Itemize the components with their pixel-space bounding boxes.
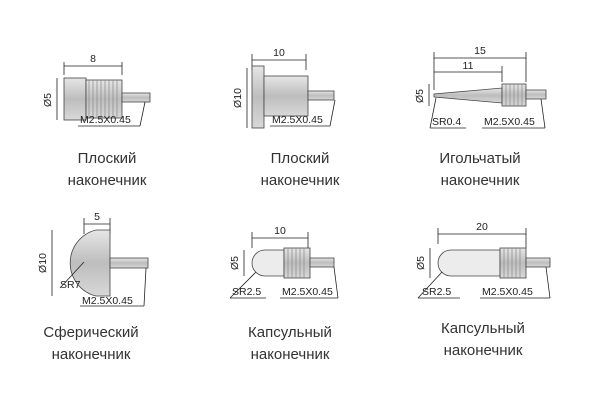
tip-needle: 15 11 Ø5 SR0.4 M2.5X0.45 Игольчатый нако… <box>400 0 600 200</box>
diameter-dim: Ø10 <box>37 253 49 273</box>
thread-dim: M2.5X0.45 <box>82 295 133 307</box>
flat-tip-small-drawing: 8 Ø5 M2.5X0.45 <box>42 53 151 127</box>
caption-line-2: наконечник <box>443 342 523 359</box>
length-dim: 8 <box>90 53 96 65</box>
tip-spherical: 5 Ø10 SR7 M2.5X0.45 Сферический наконечн… <box>0 200 200 400</box>
thread-dim: M2.5X0.45 <box>80 114 131 126</box>
needle-tip-drawing: 15 11 Ø5 SR0.4 M2.5X0.45 <box>414 45 547 129</box>
tip-flat-small: 8 Ø5 M2.5X0.45 Плоский наконечник <box>0 0 200 200</box>
tip-caption: Капсульный наконечник <box>205 322 375 366</box>
tip-flat-large: 10 Ø10 M2.5X0.45 Плоский наконечник <box>200 0 400 200</box>
radius-dim: SR0.4 <box>432 116 461 128</box>
tip-caption: Капсульный наконечник <box>398 318 568 362</box>
radius-dim: SR7 <box>60 279 81 291</box>
length-needle-dim: 11 <box>463 60 474 72</box>
caption-line-1: Плоский <box>270 150 330 167</box>
caption-line-1: Игольчатый <box>439 150 521 167</box>
caption-line-2: наконечник <box>51 346 131 363</box>
caption-line-1: Сферический <box>43 324 139 341</box>
thread-dim: M2.5X0.45 <box>272 114 323 126</box>
caption-line-2: наконечник <box>250 346 330 363</box>
capsule-tip-long-drawing: 20 Ø5 SR2.5 M2.5X0.45 <box>415 221 551 299</box>
caption-line-2: наконечник <box>67 172 147 189</box>
caption-line-1: Капсульный <box>248 324 332 341</box>
length-dim: 10 <box>273 47 285 59</box>
caption-line-1: Капсульный <box>441 320 525 337</box>
length-dim: 10 <box>274 225 286 237</box>
radius-dim: SR2.5 <box>232 286 261 298</box>
caption-line-2: наконечник <box>260 172 340 189</box>
thread-dim: M2.5X0.45 <box>282 286 333 298</box>
diameter-dim: Ø5 <box>415 256 427 270</box>
diameter-dim: Ø5 <box>229 256 241 270</box>
diameter-dim: Ø5 <box>414 89 426 103</box>
diameter-dim: Ø10 <box>232 88 244 108</box>
length-dim: 20 <box>476 221 488 233</box>
diameter-dim: Ø5 <box>42 93 54 107</box>
tip-caption: Плоский наконечник <box>215 148 385 192</box>
flat-tip-large-drawing: 10 Ø10 M2.5X0.45 <box>232 47 336 129</box>
thread-dim: M2.5X0.45 <box>484 116 535 128</box>
caption-line-1: Плоский <box>77 150 137 167</box>
tip-capsule-long: 20 Ø5 SR2.5 M2.5X0.45 Капсульный наконеч… <box>400 200 600 400</box>
tip-caption: Плоский наконечник <box>22 148 192 192</box>
length-total-dim: 15 <box>474 45 486 57</box>
tip-caption: Игольчатый наконечник <box>395 148 565 192</box>
spherical-tip-drawing: 5 Ø10 SR7 M2.5X0.45 <box>37 211 149 307</box>
capsule-tip-short-drawing: 10 Ø5 SR2.5 M2.5X0.45 <box>229 225 339 299</box>
tip-caption: Сферический наконечник <box>6 322 176 366</box>
tip-capsule-short: 10 Ø5 SR2.5 M2.5X0.45 Капсульный наконеч… <box>200 200 400 400</box>
radius-dim: SR2.5 <box>422 286 451 298</box>
thread-dim: M2.5X0.45 <box>482 286 533 298</box>
length-dim: 5 <box>94 211 100 223</box>
caption-line-2: наконечник <box>440 172 520 189</box>
